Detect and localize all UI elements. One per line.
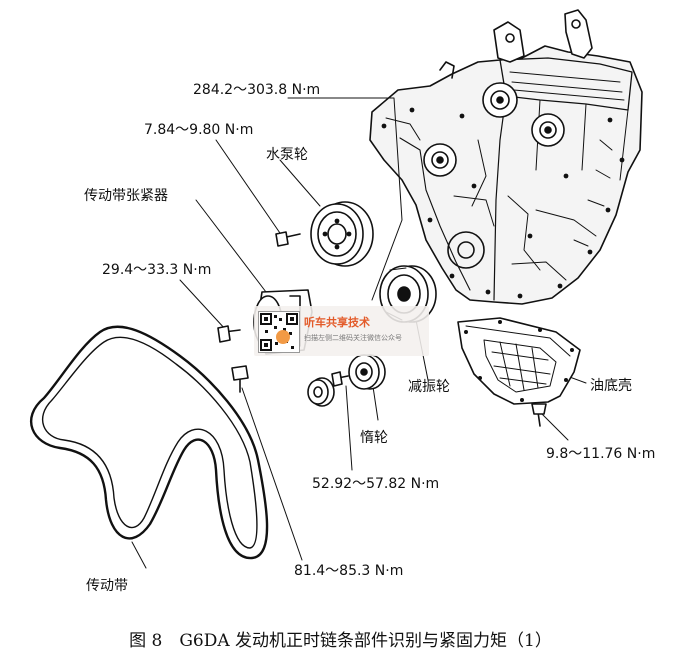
torque-idler-label: 52.92～57.82 N·m [312, 476, 440, 492]
torque-crank-label: 284.2～303.8 N·m [193, 82, 321, 98]
belt-tensioner-label: 传动带张紧器 [84, 188, 168, 204]
engine-block [369, 9, 643, 305]
watermark-subtitle: 扫描左侧二维码关注微信公众号 [304, 334, 402, 342]
torque-oilpan-label: 9.8～11.76 N·m [546, 446, 656, 462]
qr-code-icon [258, 311, 300, 353]
oil-pan-label: 油底壳 [590, 378, 632, 394]
torque-pump-label: 7.84～9.80 N·m [144, 122, 254, 138]
figure-caption: 图 8 G6DA 发动机正时链条部件识别与紧固力矩（1） [129, 631, 552, 651]
idler-pulley-label: 惰轮 [360, 430, 388, 446]
brand-logo-icon [276, 330, 290, 344]
damper-pulley-label: 减振轮 [408, 379, 450, 395]
drive-belt-label: 传动带 [86, 578, 128, 594]
torque-tensioner-label: 29.4～33.3 N·m [102, 262, 212, 278]
water-pump-pulley [310, 201, 374, 267]
oil-pan-bolt [531, 403, 547, 427]
idler-pulley [348, 354, 386, 390]
tensioner-bolt [217, 325, 241, 343]
mount-bolt [231, 365, 249, 393]
drive-belt [30, 325, 269, 560]
oil-pan [457, 317, 581, 405]
watermark-title: 听车共享技术 [304, 316, 370, 329]
small-idler [307, 377, 335, 407]
watermark: 听车共享技术 扫描左侧二维码关注微信公众号 [254, 306, 429, 356]
idler-bolt [331, 371, 349, 387]
torque-bolt-label: 81.4～85.3 N·m [294, 563, 404, 579]
water-pump-pulley-label: 水泵轮 [266, 147, 308, 163]
pump-bolt [275, 231, 301, 247]
